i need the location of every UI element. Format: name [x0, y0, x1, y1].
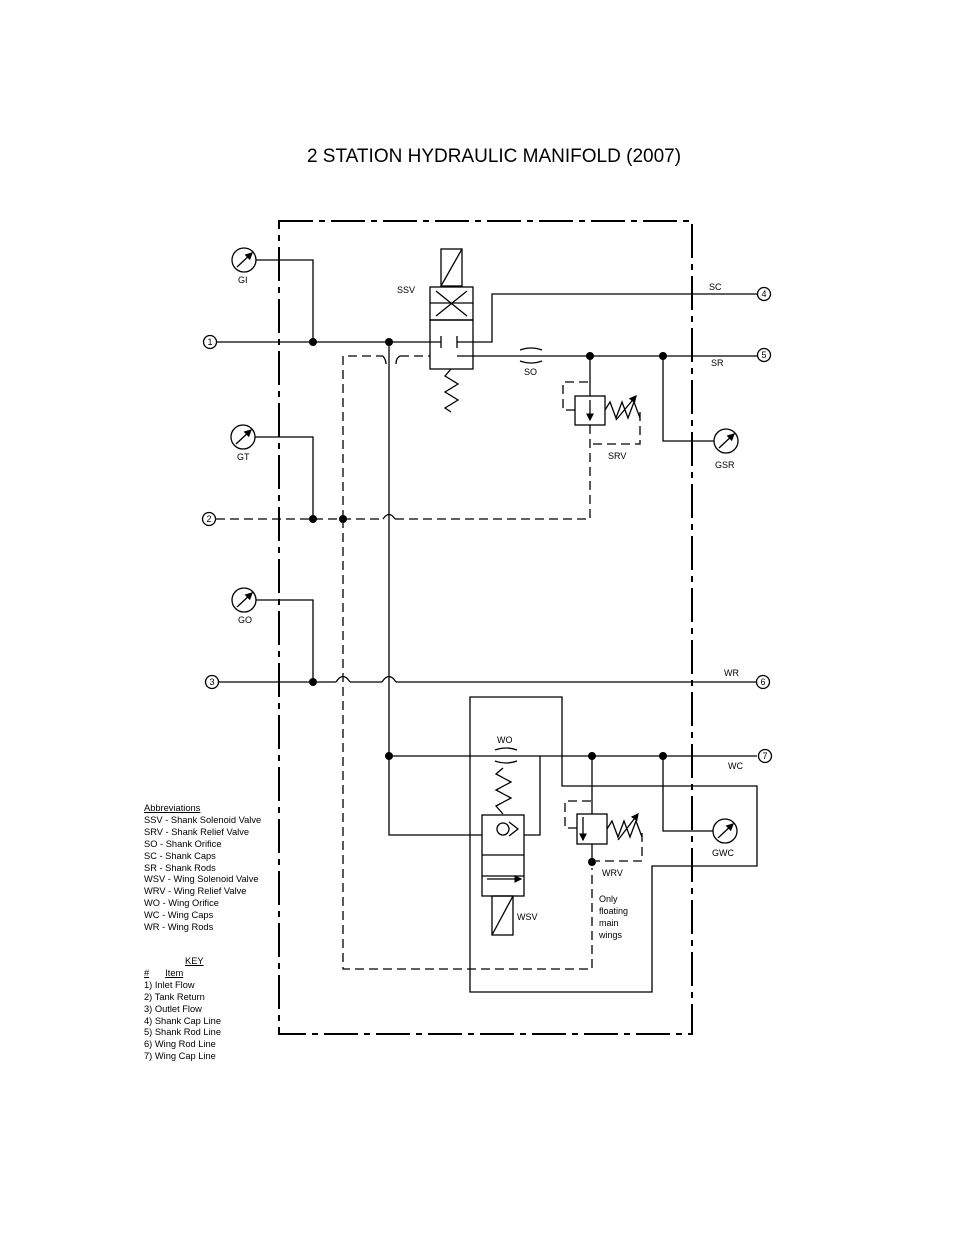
- port-5-label: 5: [761, 350, 766, 360]
- abbreviations-legend: Abbreviations SSV - Shank Solenoid Valve…: [144, 803, 261, 934]
- port-3: [204, 674, 220, 690]
- abbreviation-item: SRV - Shank Relief Valve: [144, 826, 250, 837]
- gwc-lead: [662, 756, 713, 832]
- abbreviation-item: SR - Shank Rods: [144, 862, 216, 873]
- label-wr: WR: [724, 668, 739, 678]
- junction-dots: [309, 338, 667, 866]
- diagram-title: 2 STATION HYDRAULIC MANIFOLD (2007): [306, 146, 682, 167]
- port-1: [202, 334, 218, 350]
- key-item: 2) Tank Return: [144, 991, 205, 1002]
- label-wsv: WSV: [517, 912, 538, 922]
- abbreviation-item: SC - Shank Caps: [144, 850, 216, 861]
- gauge-gsr-icon: [713, 428, 739, 454]
- manifold-border: [278, 220, 693, 1035]
- abbreviation-item: WC - Wing Caps: [144, 910, 214, 921]
- note-line-1: Only: [599, 894, 618, 904]
- key-item: 5) Shank Rod Line: [144, 1027, 222, 1038]
- label-gsr: GSR: [715, 460, 735, 470]
- shank-cap-line: [457, 293, 757, 343]
- port-2: [201, 511, 217, 527]
- port-7-label: 7: [762, 751, 767, 761]
- label-srv: SRV: [608, 451, 626, 461]
- label-so: SO: [524, 367, 537, 377]
- label-go: GO: [238, 615, 252, 625]
- label-wo: WO: [497, 735, 513, 745]
- abbreviation-item: WSV - Wing Solenoid Valve: [144, 874, 259, 885]
- key-item: 4) Shank Cap Line: [144, 1015, 222, 1026]
- gi-lead: [256, 259, 314, 342]
- wing-valve-enclosure: [469, 696, 758, 993]
- label-wc: WC: [728, 761, 743, 771]
- key-hash: #: [144, 967, 150, 978]
- tank-internal-top: [342, 355, 383, 519]
- abbreviation-item: SO - Shank Orifice: [144, 838, 222, 849]
- abbreviation-item: WR - Wing Rods: [144, 922, 214, 933]
- gauge-gwc-icon: [712, 818, 738, 844]
- label-sr: SR: [711, 358, 724, 368]
- key-item: 1) Inlet Flow: [144, 979, 195, 990]
- label-gt: GT: [237, 452, 250, 462]
- key-item: 3) Outlet Flow: [144, 1003, 202, 1014]
- label-gwc: GWC: [712, 848, 734, 858]
- wsv-valve-icon: [481, 767, 525, 936]
- note-line-2: floating: [599, 906, 628, 916]
- gsr-lead: [662, 356, 714, 442]
- note-line-3: main: [599, 918, 619, 928]
- abbreviation-item: WRV - Wing Relief Valve: [144, 886, 247, 897]
- key-item: 7) Wing Cap Line: [144, 1051, 216, 1062]
- wrv-valve-icon: [564, 800, 643, 862]
- port-6: [755, 674, 771, 690]
- gauge-go-icon: [231, 587, 257, 613]
- key-item: 6) Wing Rod Line: [144, 1039, 216, 1050]
- abbreviation-item: WO - Wing Orifice: [144, 898, 219, 909]
- gt-lead: [255, 436, 314, 519]
- label-sc: SC: [709, 282, 722, 292]
- port-2-label: 2: [206, 514, 211, 524]
- wo-orifice-icon: [494, 747, 518, 751]
- key-legend: KEY # Item 1) Inlet Flow 2) Tank Return 3…: [144, 956, 221, 1063]
- so-orifice-icon: [519, 347, 543, 351]
- gauge-gt-icon: [230, 424, 256, 450]
- abbreviation-item: SSV - Shank Solenoid Valve: [144, 814, 262, 825]
- key-item-header: Item: [165, 967, 184, 978]
- port-1-label: 1: [207, 337, 212, 347]
- ssv-valve-icon: [429, 248, 474, 413]
- port-4: [756, 286, 772, 302]
- wsv-feed: [388, 756, 482, 836]
- port-3-label: 3: [209, 677, 214, 687]
- tank-internal-down: [342, 519, 593, 970]
- note-line-4: wings: [598, 930, 623, 940]
- srv-valve-icon: [562, 381, 641, 445]
- port-4-label: 4: [761, 289, 766, 299]
- port-5: [756, 347, 772, 363]
- key-heading: KEY: [185, 956, 204, 966]
- port-6-label: 6: [760, 677, 765, 687]
- gauge-gi-icon: [231, 247, 257, 273]
- abbreviations-heading: Abbreviations: [144, 803, 201, 813]
- port-7: [757, 748, 773, 764]
- go-lead: [256, 599, 314, 682]
- label-gi: GI: [238, 275, 248, 285]
- label-ssv: SSV: [397, 285, 415, 295]
- label-wrv: WRV: [602, 868, 623, 878]
